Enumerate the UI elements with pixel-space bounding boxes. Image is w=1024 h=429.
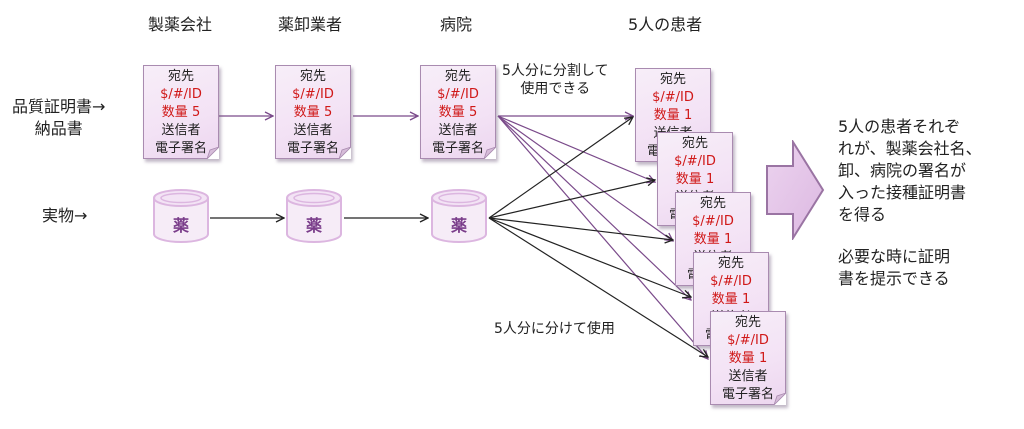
goods-arrow-to-patient-1 [488, 117, 633, 219]
note-split-goods: 5人分に分けて使用 [494, 321, 615, 337]
column-title-manufacturer: 製薬会社 [148, 15, 213, 34]
doc-quantity-value: 1 [683, 108, 693, 123]
doc-id: $/#/ID [727, 333, 769, 348]
medicine-manufacturer: 薬 [152, 188, 210, 244]
doc-id: $/#/ID [710, 274, 752, 289]
doc-quantity-label: 数量 [293, 105, 320, 120]
goods-arrow-to-patient-3 [488, 217, 673, 240]
doc-quantity: 数量 5 [144, 104, 218, 122]
row-label-document-line1: 品質証明書→ [12, 97, 106, 116]
summary-line: れが、製薬会社名、 [838, 139, 982, 158]
doc-quantity-label: 数量 [728, 351, 755, 366]
doc-quantity-label: 数量 [675, 172, 702, 187]
medicine-label: 薬 [450, 216, 467, 235]
doc-arrow-hospital-to-patient-5 [497, 115, 708, 359]
doc-quantity: 数量 1 [711, 350, 785, 368]
doc-id: $/#/ID [692, 214, 734, 229]
doc-quantity-value: 5 [191, 105, 201, 120]
medicine-container-icon [431, 189, 487, 243]
doc-quantity: 数量 5 [421, 104, 495, 122]
doc-arrow-hospital-to-patient-3 [497, 115, 673, 241]
doc-quantity-label: 数量 [653, 108, 680, 123]
doc-quantity-label: 数量 [161, 105, 188, 120]
doc-quantity-label: 数量 [693, 232, 720, 247]
column-title-wholesaler: 薬卸業者 [278, 15, 343, 34]
note-split-document-line1: 5人分に分割して [502, 63, 609, 79]
doc-signature: 電子署名 [431, 141, 484, 156]
page-fold-icon [484, 147, 496, 159]
doc-signature: 電子署名 [721, 387, 774, 402]
doc-arrow-hospital-to-patient-2 [497, 115, 655, 182]
medicine-wholesaler: 薬 [285, 188, 343, 244]
summary-line: を得る [838, 205, 887, 224]
doc-quantity-value: 1 [758, 351, 768, 366]
doc-recipient: 宛先 [167, 69, 194, 84]
doc-arrow-hospital-to-patient-4 [497, 115, 691, 300]
goods-arrow-to-patient-5 [488, 217, 708, 357]
summary-line: 入った接種証明書 [838, 183, 967, 202]
doc-id: $/#/ID [437, 87, 479, 102]
doc-quantity: 数量 1 [658, 171, 732, 189]
doc-quantity-value: 1 [741, 292, 751, 307]
doc-id: $/#/ID [674, 154, 716, 169]
doc-recipient: 宛先 [734, 315, 761, 330]
result-arrow-icon [766, 140, 825, 240]
doc-quantity: 数量 1 [694, 291, 768, 309]
doc-id: $/#/ID [292, 87, 334, 102]
note-split-document: 5人分に分割して 使用できる [502, 62, 609, 98]
medicine-label: 薬 [305, 216, 322, 235]
row-label-goods: 実物→ [42, 206, 88, 225]
summary-line: 書を提示できる [838, 269, 950, 288]
column-title-hospital: 病院 [440, 15, 473, 34]
goods-arrow-to-patient-4 [488, 217, 691, 297]
doc-id: $/#/ID [652, 90, 694, 105]
summary-text: 5人の患者それぞ れが、製薬会社名、 卸、病院の署名が 入った接種証明書 を得る… [838, 116, 982, 290]
page-fold-icon [207, 147, 219, 159]
doc-recipient: 宛先 [444, 69, 471, 84]
doc-sender: 送信者 [728, 369, 768, 384]
goods-arrow-to-patient-2 [488, 180, 655, 219]
medicine-container-icon [153, 189, 209, 243]
doc-quantity-value: 1 [705, 172, 715, 187]
doc-signature: 電子署名 [154, 141, 207, 156]
doc-recipient: 宛先 [717, 256, 744, 271]
doc-sender: 送信者 [438, 123, 478, 138]
doc-quantity: 数量 1 [636, 107, 710, 125]
doc-recipient: 宛先 [699, 196, 726, 211]
doc-recipient: 宛先 [659, 72, 686, 87]
column-title-patients: 5人の患者 [628, 15, 703, 34]
note-split-document-line2: 使用できる [520, 81, 591, 97]
doc-sender: 送信者 [293, 123, 333, 138]
doc-quantity-label: 数量 [438, 105, 465, 120]
doc-recipient: 宛先 [299, 69, 326, 84]
summary-line: 5人の患者それぞ [838, 117, 961, 136]
doc-quantity: 数量 1 [676, 231, 750, 249]
doc-sender: 送信者 [161, 123, 201, 138]
doc-quantity-value: 1 [723, 232, 733, 247]
row-label-document: 品質証明書→ 納品書 [12, 96, 105, 140]
doc-quantity-value: 5 [468, 105, 478, 120]
doc-quantity-label: 数量 [711, 292, 738, 307]
page-fold-icon [774, 393, 786, 405]
medicine-hospital: 薬 [430, 188, 488, 244]
doc-id: $/#/ID [160, 87, 202, 102]
doc-signature: 電子署名 [286, 141, 339, 156]
page-fold-icon [339, 147, 351, 159]
summary-line: 卸、病院の署名が [838, 161, 967, 180]
doc-quantity: 数量 5 [276, 104, 350, 122]
summary-line: 必要な時に証明 [838, 247, 951, 266]
medicine-container-icon [286, 189, 342, 243]
row-label-document-line2: 納品書 [34, 119, 83, 138]
doc-quantity-value: 5 [323, 105, 333, 120]
doc-recipient: 宛先 [681, 136, 708, 151]
medicine-label: 薬 [172, 216, 189, 235]
